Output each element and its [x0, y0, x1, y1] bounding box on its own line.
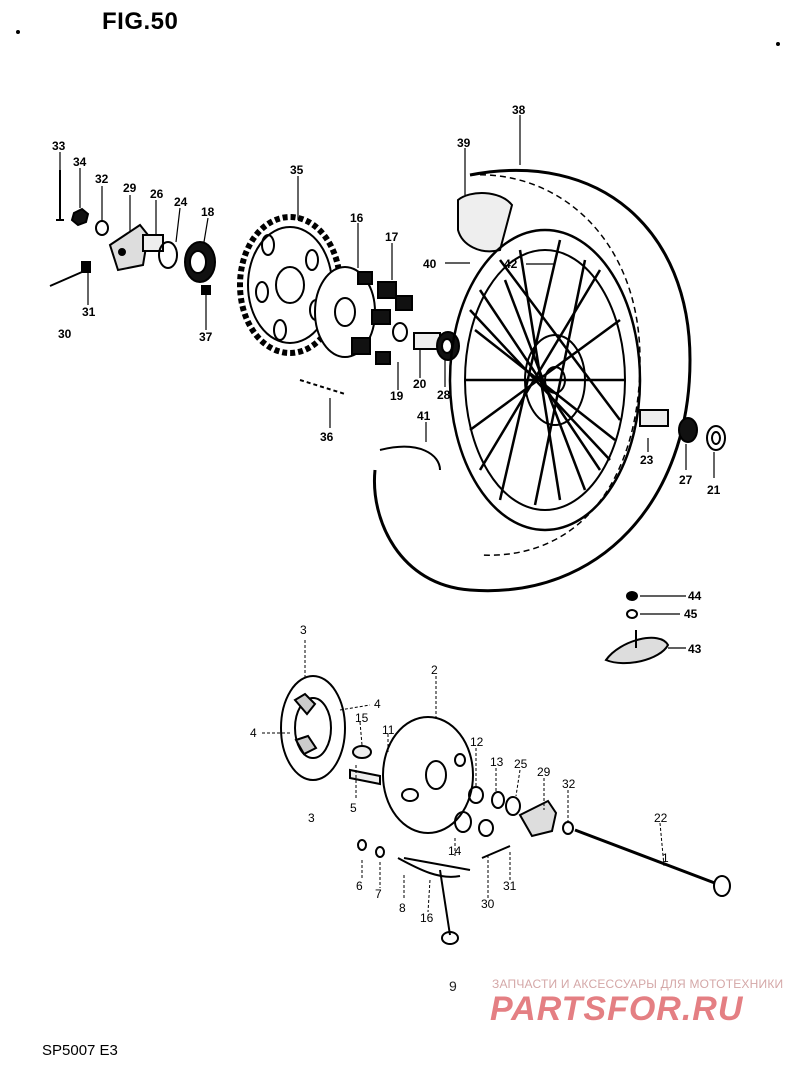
callout-41: 41: [417, 409, 431, 423]
callout-34: 34: [73, 155, 87, 169]
callout-30-lower: 30: [481, 897, 495, 911]
callout-29-lower: 29: [537, 765, 551, 779]
callout-32: 32: [95, 172, 109, 186]
callout-33: 33: [52, 139, 66, 153]
callout-15: 15: [355, 711, 369, 725]
callout-40: 40: [423, 257, 437, 271]
sprocket-drum-dampers: [314, 266, 460, 365]
watermark-tagline: ЗАПЧАСТИ И АКСЕССУАРЫ ДЛЯ МОТОТЕХНИКИ: [492, 977, 784, 991]
lower-leader-lines: [262, 640, 665, 913]
lower-callouts: 3 4 4 15 11 2 12 13 25 29 32 5 3 14 6 7 …: [250, 623, 669, 925]
callout-11: 11: [382, 723, 395, 737]
callout-2: 2: [431, 663, 438, 677]
callout-1: 1: [662, 851, 669, 865]
upper-leader-lines: [59, 115, 715, 649]
callout-5: 5: [350, 801, 357, 815]
callout-6: 6: [356, 879, 363, 893]
callout-17: 17: [385, 230, 399, 244]
callout-12: 12: [470, 735, 484, 749]
chain-adjuster-parts: [49, 170, 216, 295]
rear-wheel-assembly: [372, 169, 726, 593]
callout-43: 43: [688, 642, 702, 656]
callout-32-lower: 32: [562, 777, 576, 791]
callout-16: 16: [350, 211, 364, 225]
callout-31: 31: [82, 305, 96, 319]
callout-44: 44: [688, 589, 702, 603]
callout-4-left: 4: [250, 726, 257, 740]
callout-31-lower: 31: [503, 879, 517, 893]
brake-assembly: [280, 675, 731, 945]
callout-21: 21: [707, 483, 721, 497]
callout-45: 45: [684, 607, 698, 621]
callout-29: 29: [123, 181, 137, 195]
chain-guard-bits: [604, 591, 670, 665]
footer-code: SP5007 E3: [42, 1042, 118, 1059]
callout-14: 14: [448, 844, 462, 858]
callout-27: 27: [679, 473, 693, 487]
callout-19: 19: [390, 389, 404, 403]
callout-3-lower: 3: [308, 811, 315, 825]
callout-39: 39: [457, 136, 471, 150]
watermark-logo: PARTSFOR.RU: [490, 990, 744, 1028]
callout-20: 20: [413, 377, 427, 391]
callout-30: 30: [58, 327, 72, 341]
callout-35: 35: [290, 163, 304, 177]
callout-26: 26: [150, 187, 164, 201]
callout-22: 22: [654, 811, 668, 825]
callout-25: 25: [514, 757, 528, 771]
callout-16-lower: 16: [420, 911, 434, 925]
callout-23: 23: [640, 453, 654, 467]
callout-18: 18: [201, 205, 215, 219]
callout-4-right: 4: [374, 697, 381, 711]
callout-42: 42: [504, 257, 518, 271]
callout-8: 8: [399, 901, 406, 915]
page-mark: 9: [449, 978, 457, 994]
callout-3: 3: [300, 623, 307, 637]
callout-37: 37: [199, 330, 213, 344]
callout-7: 7: [375, 887, 382, 901]
upper-callouts: 33 34 32 29 26 24 18 30 31 37 35 36 16 1…: [52, 103, 721, 656]
callout-36: 36: [320, 430, 334, 444]
callout-24: 24: [174, 195, 188, 209]
callout-13: 13: [490, 755, 504, 769]
callout-38: 38: [512, 103, 526, 117]
figure-title: FIG.50: [102, 8, 179, 35]
callout-28: 28: [437, 388, 451, 402]
